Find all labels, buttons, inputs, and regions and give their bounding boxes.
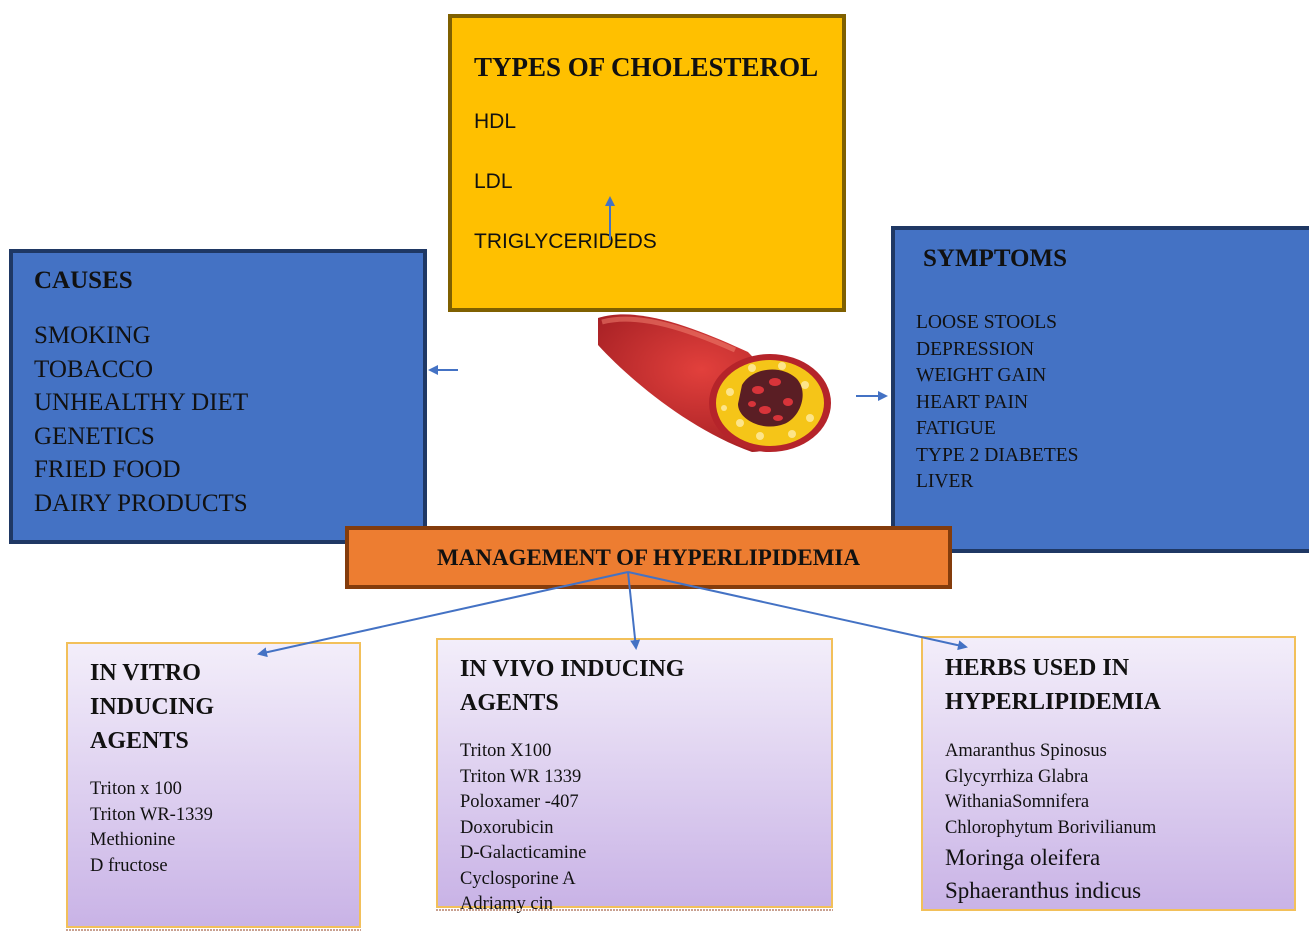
types-of-cholesterol-box: TYPES OF CHOLESTEROL HDL LDL TRIGLYCERID… (448, 14, 846, 312)
title-line: HYPERLIPIDEMIA (945, 689, 1162, 715)
list-item: WithaniaSomnifera (945, 792, 1090, 812)
arrow-to-in-vitro (257, 571, 629, 658)
list-item: Glycyrrhiza Glabra (945, 766, 1089, 787)
list-item: SMOKING (34, 322, 151, 349)
in-vitro-box: IN VITRO INDUCING AGENTS Triton x 100 Tr… (66, 642, 361, 928)
arrow-to-in-vivo (627, 571, 641, 650)
list-item: Amaranthus Spinosus (945, 741, 1107, 761)
in-vitro-list: Triton x 100 Triton WR-1339 Methionine D… (90, 777, 213, 879)
list-item: TYPE 2 DIABETES (916, 444, 1079, 466)
type-item-ldl: LDL (474, 170, 513, 193)
title-line: AGENTS (90, 728, 189, 754)
type-item-hdl: HDL (474, 110, 517, 133)
herbs-title: HERBS USED IN HYPERLIPIDEMIA (945, 651, 1161, 719)
in-vivo-list: Triton X100 Triton WR 1339 Poloxamer -40… (460, 739, 586, 918)
list-item: Triton WR 1339 (460, 766, 582, 787)
list-item: HEART PAIN (916, 391, 1029, 413)
list-item: UNHEALTHY DIET (34, 389, 249, 416)
title-line: AGENTS (460, 690, 559, 716)
list-item: D fructose (90, 855, 168, 876)
type-item-triglycerides: TRIGLYCERIDEDS (474, 230, 657, 253)
list-item: WEIGHT GAIN (916, 365, 1047, 386)
arrow-to-herbs (627, 571, 968, 651)
list-item: TOBACCO (34, 355, 154, 383)
symptoms-list: LOOSE STOOLS DEPRESSION WEIGHT GAIN HEAR… (916, 310, 1079, 496)
list-item: DAIRY PRODUCTS (34, 489, 248, 517)
symptoms-title: SYMPTOMS (923, 245, 1067, 272)
list-item: Poloxamer -407 (460, 792, 579, 812)
in-vivo-box: IN VIVO INDUCING AGENTS Triton X100 Trit… (436, 638, 833, 914)
artery-cross-section-icon (598, 314, 831, 452)
list-item: GENETICS (34, 422, 155, 450)
list-item: LOOSE STOOLS (916, 312, 1058, 333)
causes-box: CAUSES SMOKING TOBACCO UNHEALTHY DIET GE… (9, 249, 427, 544)
herbs-list: Amaranthus Spinosus Glycyrrhiza Glabra W… (945, 739, 1156, 907)
divider (436, 909, 833, 911)
list-item: FRIED FOOD (34, 456, 181, 483)
list-item: Moringa oleifera (945, 845, 1101, 870)
list-item: Chlorophytum Borivilianum (945, 817, 1157, 838)
list-item: Sphaeranthus indicus (945, 878, 1142, 903)
title-line: HERBS USED IN (945, 655, 1130, 681)
list-item: Triton WR-1339 (90, 804, 213, 825)
title-line: IN VITRO (90, 660, 201, 686)
symptoms-box: SYMPTOMS LOOSE STOOLS DEPRESSION WEIGHT … (891, 226, 1309, 553)
list-item: Methionine (90, 830, 176, 850)
list-item: Triton x 100 (90, 779, 182, 799)
in-vivo-title: IN VIVO INDUCING AGENTS (460, 652, 684, 720)
management-box: MANAGEMENT OF HYPERLIPIDEMIA (345, 526, 952, 589)
title-line: IN VIVO INDUCING (460, 656, 685, 682)
divider (66, 929, 361, 931)
management-title: MANAGEMENT OF HYPERLIPIDEMIA (437, 545, 860, 570)
list-item: Triton X100 (460, 741, 552, 761)
list-item: D-Galacticamine (460, 843, 587, 863)
herbs-box: HERBS USED IN HYPERLIPIDEMIA Amaranthus … (921, 636, 1296, 911)
types-title: TYPES OF CHOLESTEROL (474, 52, 819, 82)
causes-title: CAUSES (34, 267, 133, 294)
causes-list: SMOKING TOBACCO UNHEALTHY DIET GENETICS … (34, 319, 248, 520)
list-item: DEPRESSION (916, 338, 1035, 360)
list-item: Doxorubicin (460, 817, 554, 838)
list-item: Cyclosporine A (460, 868, 576, 889)
list-item: LIVER (916, 471, 974, 492)
list-item: FATIGUE (916, 418, 996, 439)
in-vitro-title: IN VITRO INDUCING AGENTS (90, 656, 214, 758)
title-line: INDUCING (90, 694, 215, 720)
